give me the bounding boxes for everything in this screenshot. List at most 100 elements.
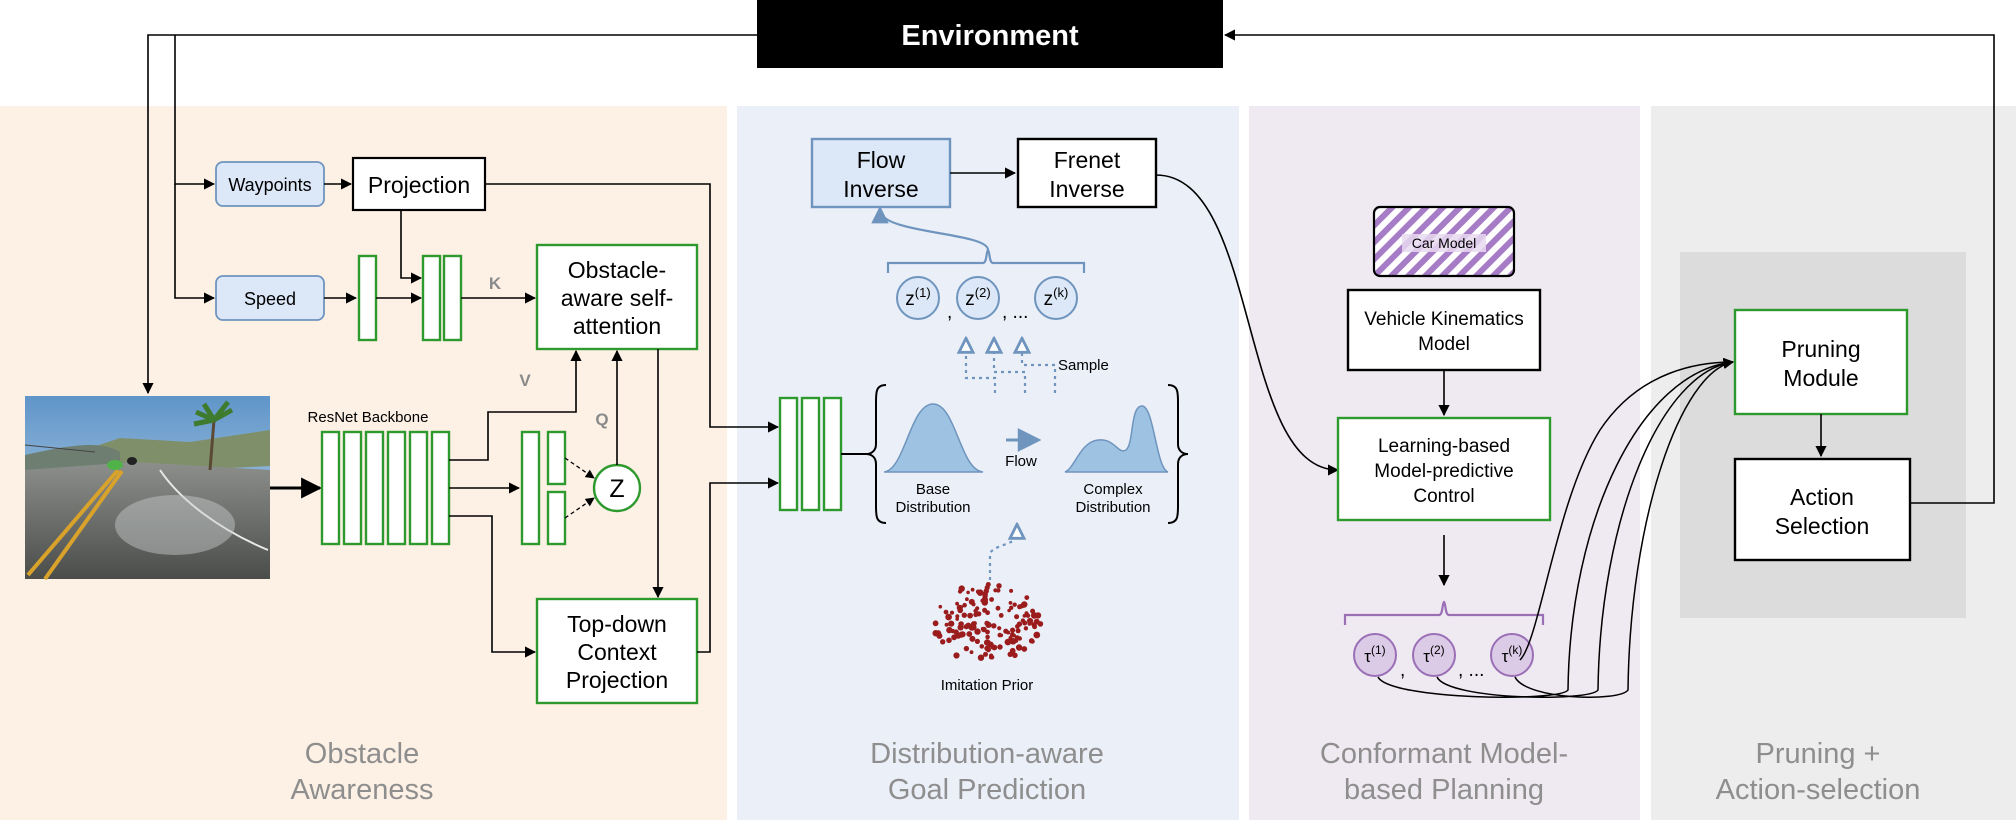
prior-sample-dot — [1009, 588, 1014, 593]
imitation-prior-label: Imitation Prior — [941, 677, 1034, 694]
environment-to-speed-arrow — [174, 184, 216, 304]
prior-sample-dot — [1032, 624, 1038, 630]
prior-sample-dot — [997, 632, 1003, 638]
prior-sample-dot — [962, 602, 967, 608]
prior-sample-dot — [975, 606, 980, 611]
tauk-node — [1490, 633, 1534, 677]
planning-title-line2: based Planning — [1344, 774, 1544, 806]
mpc-box — [1336, 416, 1552, 522]
prior-sample-dot — [955, 601, 959, 606]
brace-to-flow-inverse-arrow — [880, 210, 990, 251]
prior-sample-dot — [984, 620, 990, 626]
pruning-title-line2: Action-selection — [1716, 774, 1921, 806]
complex-line1: Complex — [1083, 481, 1143, 498]
goal-encoder-layer-2 — [800, 396, 821, 512]
prior-sample-dot — [997, 626, 1002, 631]
prior-sample-dot — [953, 652, 960, 659]
prior-sample-dot — [966, 590, 970, 595]
prior-sample-dot — [995, 605, 1001, 611]
backbone-layer-6 — [430, 430, 451, 546]
query-encoder-layer — [520, 430, 541, 546]
flow-inverse-line2: Inverse — [843, 176, 918, 202]
complex-line2: Distribution — [1075, 499, 1150, 516]
action-selection-box — [1733, 457, 1912, 562]
prior-sample-dot — [967, 612, 973, 619]
prior-sample-dot — [1015, 628, 1021, 634]
prior-sample-dot — [961, 612, 967, 618]
prior-sample-dot — [984, 639, 991, 646]
prior-sample-dot — [1004, 638, 1012, 646]
frenet-inverse-line1: Frenet — [1054, 147, 1121, 173]
prior-sample-dot — [940, 639, 946, 645]
prior-sample-dot — [982, 591, 988, 597]
car-model-label-bg — [1402, 234, 1486, 252]
z-sep-1: , — [947, 302, 952, 323]
projection-label: Projection — [368, 172, 470, 198]
query-label: Q — [595, 410, 608, 429]
z1-node — [896, 276, 940, 320]
prior-sample-dot — [944, 622, 949, 627]
pruning-line1: Pruning — [1781, 336, 1860, 362]
value-label: V — [519, 371, 531, 390]
prior-sample-dot — [932, 620, 939, 627]
environment-label: Environment — [901, 20, 1079, 52]
prior-sample-dot — [980, 598, 984, 603]
prior-sample-dot — [984, 645, 990, 652]
split-top-to-z-arrow — [564, 457, 595, 479]
attention-box — [535, 243, 699, 351]
prior-sample-dot — [955, 632, 962, 639]
goal-title-line2: Goal Prediction — [888, 774, 1086, 806]
base-distribution-curve — [883, 403, 984, 473]
prior-sample-dot — [945, 613, 952, 621]
frenet-inverse-box — [1016, 137, 1158, 209]
mpc-line1: Learning-based — [1378, 436, 1510, 457]
prior-sample-dot — [1033, 631, 1041, 639]
prior-sample-dot — [976, 589, 984, 596]
key-layer-1 — [421, 254, 442, 342]
tau1-to-pruning-curve — [1377, 357, 1735, 698]
prior-sample-dot — [1006, 630, 1011, 635]
tau-sep-2: , ... — [1458, 660, 1484, 681]
prior-sample-dot — [955, 614, 960, 619]
imitation-prior-cloud — [932, 582, 1044, 661]
prior-sample-dot — [1030, 639, 1035, 644]
sample-dotted-3 — [966, 340, 997, 393]
prior-sample-dot — [1016, 621, 1023, 627]
prior-sample-dot — [1008, 635, 1013, 640]
prior-sample-dot — [936, 630, 941, 635]
flow-inverse-line1: Flow — [857, 147, 906, 173]
prior-sample-dot — [958, 585, 965, 592]
prior-sample-dot — [985, 582, 991, 587]
camera-image — [24, 396, 270, 581]
prior-sample-dot — [989, 654, 995, 660]
car-model-label: Car Model — [1412, 235, 1477, 251]
sample-label: Sample — [1058, 357, 1109, 374]
tauk-to-pruning-curve — [1514, 358, 1735, 698]
distribution-left-brace — [865, 384, 887, 524]
planning-title-line1: Conformant Model- — [1320, 738, 1568, 770]
prior-sample-dot — [963, 624, 969, 630]
prior-sample-dot — [946, 637, 952, 644]
prior-sample-dot — [996, 583, 1002, 589]
mpc-line3: Control — [1413, 486, 1474, 507]
prior-sample-dot — [965, 597, 969, 602]
prior-sample-dot — [974, 638, 981, 645]
backbone-layer-1 — [320, 430, 341, 546]
mpc-line2: Model-predictive — [1374, 461, 1513, 482]
prior-sample-dot — [973, 612, 979, 618]
speed-encoder-layer — [357, 254, 378, 342]
base-line2: Distribution — [895, 499, 970, 516]
prior-sample-dot — [977, 654, 985, 661]
environment-output-line — [142, 34, 757, 395]
prior-sample-dot — [1017, 636, 1022, 641]
topdown-line2: Context — [577, 639, 657, 665]
topdown-line3: Projection — [566, 667, 668, 693]
prior-sample-dot — [949, 610, 955, 615]
prior-sample-dot — [1022, 620, 1028, 626]
frenet-to-mpc-arrow — [1155, 174, 1340, 476]
prior-sample-dot — [1015, 644, 1023, 651]
distribution-right-brace — [1167, 384, 1189, 524]
prior-sample-dot — [948, 620, 954, 627]
projection-box — [351, 156, 487, 212]
